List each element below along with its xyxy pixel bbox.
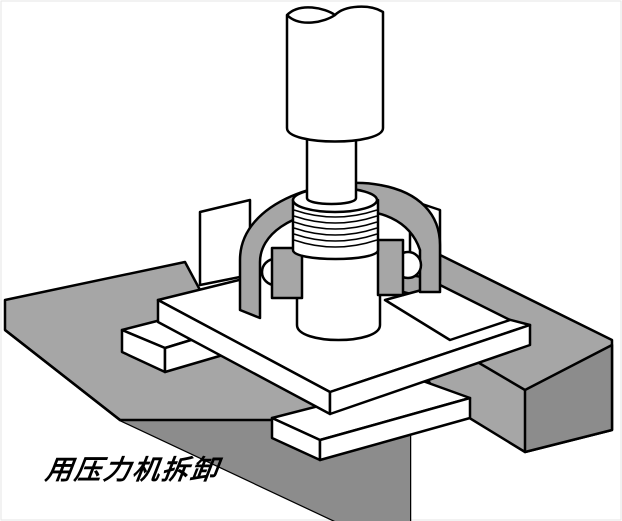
- press-ram: [285, 5, 385, 206]
- bearing-inner-race: [270, 238, 405, 342]
- caption: 用压力机拆卸: [43, 455, 222, 486]
